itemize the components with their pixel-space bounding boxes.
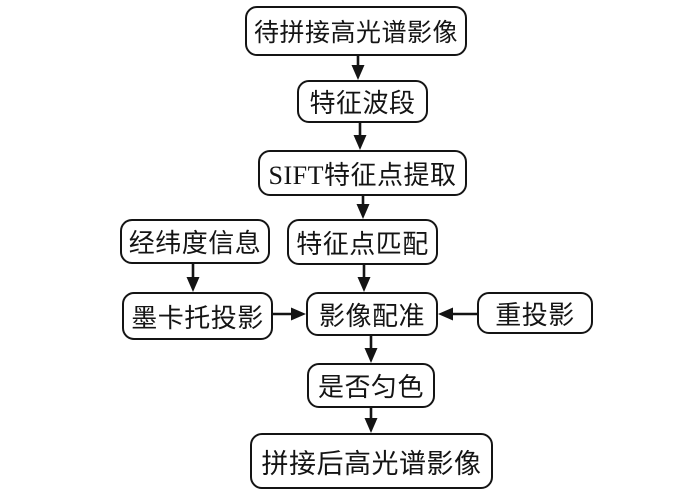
node-feature-bands-label: 特征波段 xyxy=(309,89,416,118)
node-feature-matching: 特征点匹配 xyxy=(287,219,438,265)
arrow-input-to-bands xyxy=(351,56,365,80)
node-input-image-label: 待拼接高光谱影像 xyxy=(253,20,458,47)
node-mercator-projection-label: 墨卡托投影 xyxy=(131,303,264,333)
arrow-mercator-to-register xyxy=(273,307,306,321)
arrow-register-to-balance xyxy=(364,336,378,363)
node-output-image: 拼接后高光谱影像 xyxy=(250,433,493,489)
arrow-latlon-to-mercator xyxy=(186,264,200,292)
node-reprojection: 重投影 xyxy=(477,292,593,334)
node-latlon-info-label: 经纬度信息 xyxy=(128,229,262,258)
node-sift-extraction-label: SIFT特征点提取 xyxy=(268,160,457,190)
node-output-image-label: 拼接后高光谱影像 xyxy=(261,448,482,479)
node-color-balance: 是否匀色 xyxy=(307,363,435,408)
arrow-balance-to-output xyxy=(364,408,378,433)
node-reprojection-label: 重投影 xyxy=(495,300,575,330)
node-color-balance-label: 是否匀色 xyxy=(317,373,424,402)
node-image-registration: 影像配准 xyxy=(306,292,438,336)
arrow-sift-to-match xyxy=(356,196,370,219)
node-feature-bands: 特征波段 xyxy=(297,80,428,123)
arrow-reproject-to-register xyxy=(438,307,477,321)
node-feature-matching-label: 特征点匹配 xyxy=(296,229,429,259)
node-mercator-projection: 墨卡托投影 xyxy=(122,292,273,340)
node-latlon-info: 经纬度信息 xyxy=(120,219,270,264)
arrow-bands-to-sift xyxy=(353,123,367,150)
node-input-image: 待拼接高光谱影像 xyxy=(245,6,467,56)
node-sift-extraction: SIFT特征点提取 xyxy=(258,150,467,196)
node-image-registration-label: 影像配准 xyxy=(318,301,425,331)
arrow-match-to-register xyxy=(357,265,371,292)
